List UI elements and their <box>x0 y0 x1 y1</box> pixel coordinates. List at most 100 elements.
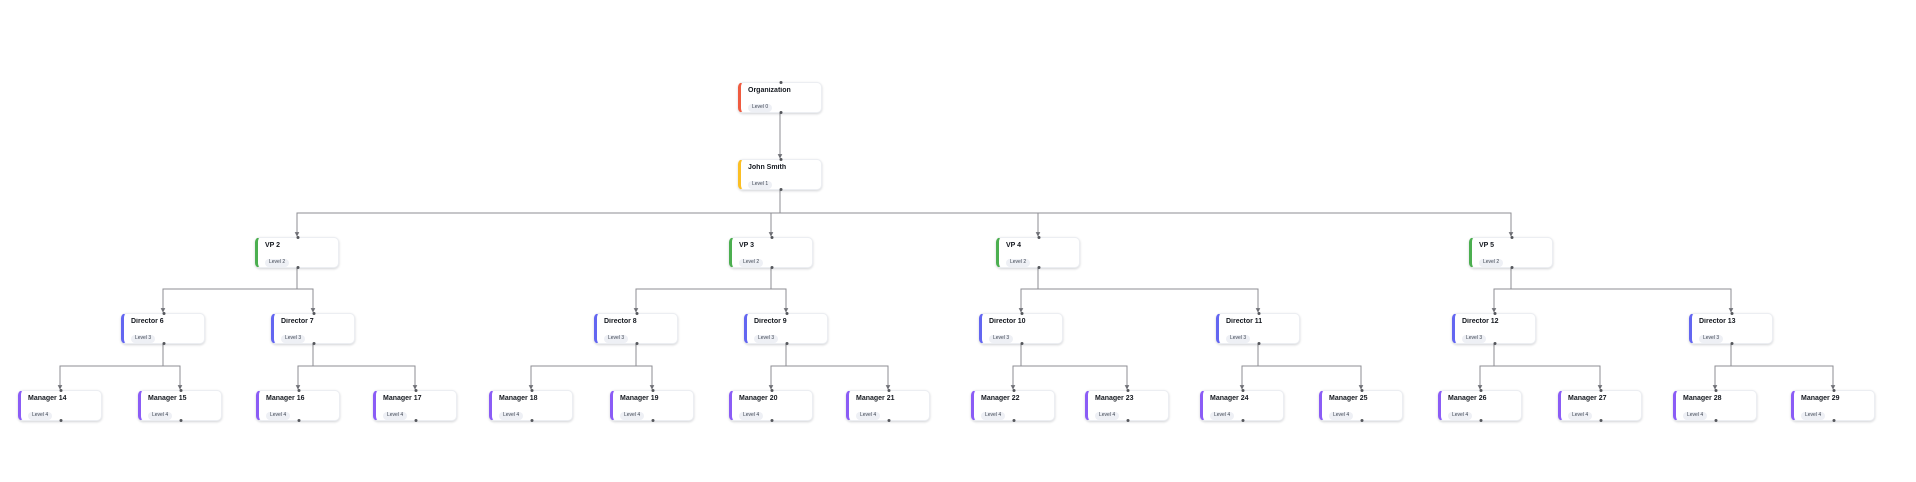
target-handle[interactable] <box>1714 389 1718 392</box>
source-handle[interactable] <box>770 266 774 269</box>
target-handle[interactable] <box>312 312 316 315</box>
target-handle[interactable] <box>785 312 789 315</box>
source-handle[interactable] <box>1037 266 1041 269</box>
target-handle[interactable] <box>59 389 63 392</box>
target-handle[interactable] <box>1020 312 1024 315</box>
source-handle[interactable] <box>297 419 301 422</box>
source-handle[interactable] <box>530 419 534 422</box>
target-handle[interactable] <box>1360 389 1364 392</box>
level-badge: Level 4 <box>1210 411 1235 421</box>
source-handle[interactable] <box>1012 419 1016 422</box>
target-handle[interactable] <box>887 389 891 392</box>
target-handle[interactable] <box>296 236 300 239</box>
source-handle[interactable] <box>635 342 639 345</box>
target-handle[interactable] <box>1493 312 1497 315</box>
target-handle[interactable] <box>1479 389 1483 392</box>
target-handle[interactable] <box>651 389 655 392</box>
target-handle[interactable] <box>1832 389 1836 392</box>
source-handle[interactable] <box>312 342 316 345</box>
node-title: Manager 15 <box>148 395 187 402</box>
level-badge: Level 4 <box>981 411 1006 421</box>
source-handle[interactable] <box>59 419 63 422</box>
target-handle[interactable] <box>770 389 774 392</box>
target-handle[interactable] <box>635 312 639 315</box>
source-handle[interactable] <box>785 342 789 345</box>
node-title: Director 6 <box>131 318 164 325</box>
source-handle[interactable] <box>162 342 166 345</box>
source-handle[interactable] <box>779 111 783 114</box>
edge-d9-m21 <box>785 344 891 390</box>
source-handle[interactable] <box>1020 342 1024 345</box>
target-handle[interactable] <box>1037 236 1041 239</box>
source-handle[interactable] <box>651 419 655 422</box>
source-handle[interactable] <box>1832 419 1836 422</box>
source-handle[interactable] <box>1360 419 1364 422</box>
source-handle[interactable] <box>296 266 300 269</box>
level-badge: Level 2 <box>739 258 764 268</box>
target-handle[interactable] <box>297 389 301 392</box>
node-title: Director 12 <box>1462 318 1499 325</box>
source-handle[interactable] <box>1479 419 1483 422</box>
source-handle[interactable] <box>414 419 418 422</box>
target-handle[interactable] <box>1730 312 1734 315</box>
target-handle[interactable] <box>779 158 783 161</box>
source-handle[interactable] <box>1126 419 1130 422</box>
source-handle[interactable] <box>1714 419 1718 422</box>
source-handle[interactable] <box>179 419 183 422</box>
source-handle[interactable] <box>1510 266 1514 269</box>
source-handle[interactable] <box>1730 342 1734 345</box>
target-handle[interactable] <box>1126 389 1130 392</box>
source-handle[interactable] <box>1241 419 1245 422</box>
target-handle[interactable] <box>1241 389 1245 392</box>
source-handle[interactable] <box>1493 342 1497 345</box>
source-handle[interactable] <box>1257 342 1261 345</box>
source-handle[interactable] <box>770 419 774 422</box>
target-handle[interactable] <box>1012 389 1016 392</box>
target-handle[interactable] <box>779 81 783 84</box>
target-handle[interactable] <box>162 312 166 315</box>
target-handle[interactable] <box>1510 236 1514 239</box>
target-handle[interactable] <box>414 389 418 392</box>
target-handle[interactable] <box>1257 312 1261 315</box>
target-handle[interactable] <box>179 389 183 392</box>
target-handle[interactable] <box>1599 389 1603 392</box>
target-handle[interactable] <box>770 236 774 239</box>
target-handle[interactable] <box>530 389 534 392</box>
level-badge: Level 4 <box>856 411 881 421</box>
source-handle[interactable] <box>1599 419 1603 422</box>
source-handle[interactable] <box>779 188 783 191</box>
source-handle[interactable] <box>887 419 891 422</box>
